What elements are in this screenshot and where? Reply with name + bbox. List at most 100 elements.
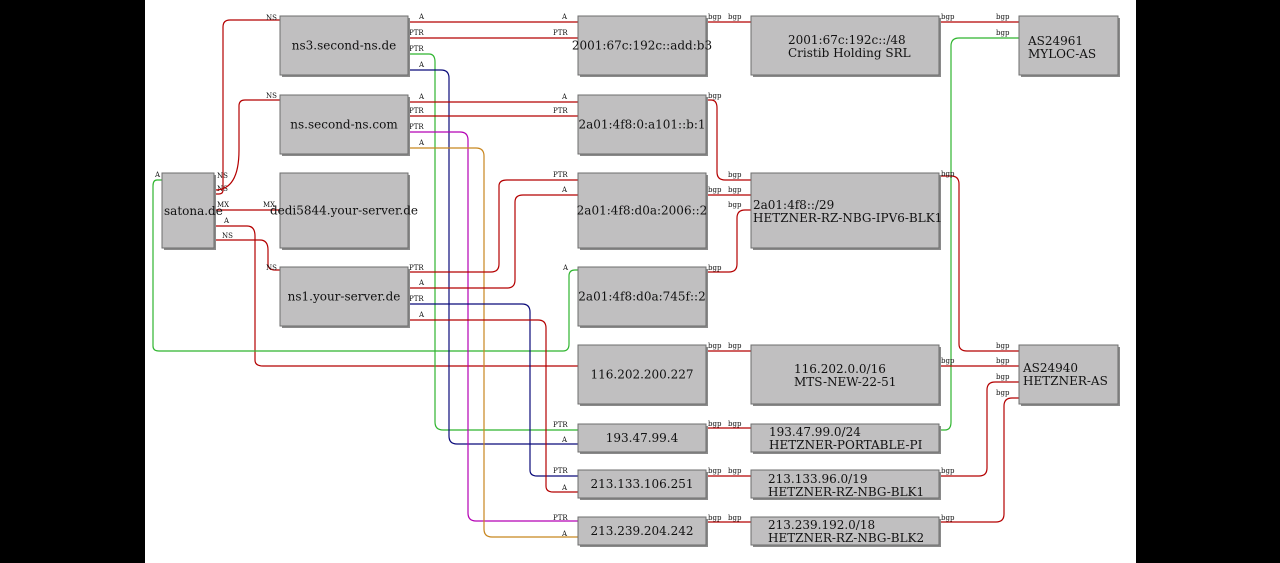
node-label: 2a01:4f8:0:a101::b:1 (578, 118, 705, 132)
edge-label: A (561, 186, 568, 194)
edge-label: A (154, 171, 161, 179)
node-box (750, 15, 940, 76)
edge-label: bgp (708, 420, 722, 428)
edge-line (939, 175, 1019, 352)
edge-label: bgp (708, 514, 722, 522)
node-ns1[interactable]: ns1.your-server.de (279, 266, 410, 328)
edge-line (408, 147, 578, 538)
edge-ns1-ip4c: AA (408, 311, 578, 493)
node-ip4d[interactable]: 213.239.204.242 (577, 516, 708, 547)
node-label: dedi5844.your-server.de (270, 204, 418, 218)
edge-label: A (418, 139, 425, 147)
edge-line (706, 209, 751, 273)
node-label: ns3.second-ns.de (292, 39, 397, 53)
node-label: 213.239.204.242 (590, 524, 693, 538)
node-ip4a[interactable]: 116.202.200.227 (577, 344, 708, 406)
edge-label: A (418, 93, 425, 101)
edge-label: bgp (996, 373, 1010, 381)
node-box (577, 94, 707, 155)
edge-line (408, 194, 578, 289)
edge-label: bgp (941, 13, 955, 21)
node-label: 213.133.106.251 (590, 477, 693, 491)
node-label: 116.202.0.0/16 (794, 362, 886, 376)
edge-label: PTR (409, 295, 424, 303)
edge-label: PTR (553, 467, 568, 475)
edge-ns3-ip4b: AA (408, 61, 578, 445)
node-ip6c[interactable]: 2a01:4f8:d0a:2006::2 (577, 172, 708, 250)
node-ip6a[interactable]: 2001:67c:192c::add:b3 (572, 15, 712, 77)
edge-ns1-ip6c: AA (408, 186, 578, 289)
nodes-layer: satona.de ns3.second-ns.de ns.second-ns.co… (161, 15, 1120, 547)
node-label: HETZNER-AS (1023, 374, 1108, 388)
node-dedi[interactable]: dedi5844.your-server.de (270, 172, 418, 250)
edge-label: PTR (553, 171, 568, 179)
edge-label: A (561, 93, 568, 101)
node-box (750, 344, 940, 405)
edge-label: A (418, 61, 425, 69)
edge-line (939, 381, 1019, 477)
edge-ns-ip4d: PTR PTR (408, 123, 578, 522)
edge-line (408, 179, 578, 273)
node-box (750, 423, 940, 453)
edge-label: bgp (708, 186, 722, 194)
node-ns3[interactable]: ns3.second-ns.de (279, 15, 410, 77)
edge-line (408, 303, 578, 477)
edge-label: bgp (708, 13, 722, 21)
edge-label: PTR (409, 29, 424, 37)
edge-line (706, 99, 751, 181)
node-label: AS24961 (1027, 34, 1083, 48)
edge-line (214, 99, 280, 191)
node-label: HETZNER-PORTABLE-PI (769, 438, 923, 452)
node-ns[interactable]: ns.second-ns.com (279, 94, 410, 156)
node-satona[interactable]: satona.de (161, 172, 223, 250)
edge-label: A (418, 311, 425, 319)
node-label: 213.239.192.0/18 (768, 518, 875, 532)
node-label: 193.47.99.0/24 (769, 425, 861, 439)
node-label: HETZNER-RZ-NBG-BLK2 (768, 531, 924, 545)
node-box (577, 469, 707, 499)
node-ip4c[interactable]: 213.133.106.251 (577, 469, 708, 500)
node-box (577, 344, 707, 405)
edge-line (215, 19, 280, 195)
edge-label: A (561, 484, 568, 492)
edge-label: NS (217, 172, 228, 180)
edge-label: PTR (553, 29, 568, 37)
node-ip6b[interactable]: 2a01:4f8:0:a101::b:1 (577, 94, 708, 156)
node-box (577, 15, 707, 76)
edge-label: bgp (728, 13, 742, 21)
edge-satona-ip6d: AA (152, 171, 578, 352)
node-box (577, 516, 707, 546)
node-ip6d[interactable]: 2a01:4f8:d0a:745f::2 (577, 266, 708, 328)
edge-label: bgp (941, 514, 955, 522)
node-label: 213.133.96.0/19 (768, 472, 867, 486)
edge-line (408, 131, 578, 522)
node-ip4b[interactable]: 193.47.99.4 (577, 423, 708, 454)
edge-label: NS (266, 264, 277, 272)
node-label: HETZNER-RZ-NBG-IPV6-BLK1 (753, 211, 942, 225)
edge-label: bgp (708, 264, 722, 272)
edge-label: A (561, 530, 568, 538)
node-box (1018, 344, 1119, 405)
